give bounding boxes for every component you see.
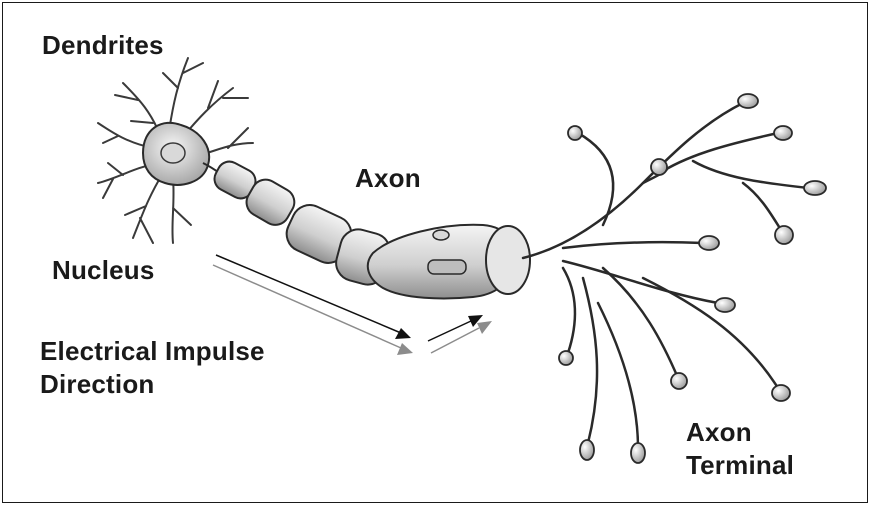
impulse-label-line2: Direction <box>40 369 154 399</box>
axon-terminal-label-line1: Axon <box>686 417 752 447</box>
nucleus-shape <box>161 143 185 163</box>
axon-label: Axon <box>355 163 421 193</box>
axon-terminal-branches <box>523 103 808 448</box>
arrowhead-dark-1 <box>395 328 411 339</box>
dendrites-label: Dendrites <box>42 30 164 60</box>
cell-body <box>143 123 225 185</box>
arrowhead-gray-2 <box>477 321 492 334</box>
axon-terminal-label-line2: Terminal <box>686 450 794 480</box>
impulse-label-line1: Electrical Impulse <box>40 336 265 366</box>
impulse-arrow-dark-2 <box>428 321 471 341</box>
arrowhead-gray-1 <box>397 343 413 355</box>
impulse-arrow-gray-2 <box>431 328 479 353</box>
nucleus-label: Nucleus <box>52 255 155 285</box>
